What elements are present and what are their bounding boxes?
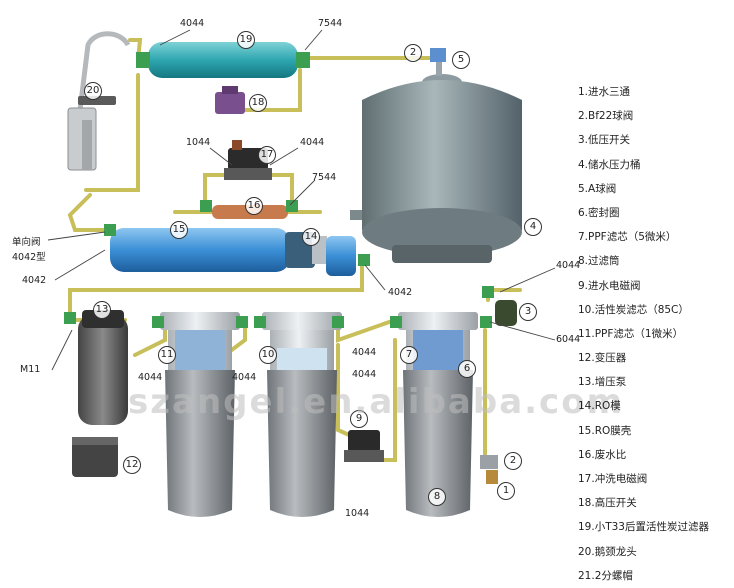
fitting-label: 4042 xyxy=(388,287,413,298)
legend-item: 2.Bf22球阀 xyxy=(578,110,634,123)
tank-ball-valve xyxy=(430,48,446,76)
watermark: szangel.en.alibaba.com xyxy=(128,382,624,422)
callout-11: 11 xyxy=(158,346,176,364)
inlet-solenoid xyxy=(344,430,384,462)
transformer xyxy=(72,437,118,477)
callout-2: 2 xyxy=(404,44,422,62)
callout-12: 12 xyxy=(123,456,141,474)
legend-item: 1.进水三通 xyxy=(578,86,631,98)
inlet-ball-valve xyxy=(480,455,498,484)
callout-19: 19 xyxy=(237,31,255,49)
legend-item: 13.增压泵 xyxy=(578,376,627,389)
legend-item: 15.RO膜壳 xyxy=(578,424,632,437)
fitting-label: 4044 xyxy=(232,372,257,383)
callout-4: 4 xyxy=(524,218,542,236)
legend-item: 8.过滤筒 xyxy=(578,255,620,268)
legend-item: 9.进水电磁阀 xyxy=(578,279,641,292)
legend-item: 19.小T33后置活性炭过滤器 xyxy=(578,521,709,534)
callout-9: 9 xyxy=(350,410,368,428)
fitting-label: 1044 xyxy=(186,137,211,148)
legend-item: 6.密封圈 xyxy=(578,206,620,219)
legend-item: 20.鹅颈龙头 xyxy=(578,545,637,558)
legend-item: 12.变压器 xyxy=(578,352,627,365)
legend-item: 4.储水压力桶 xyxy=(578,158,641,171)
callout-15: 15 xyxy=(170,221,188,239)
fitting-label: 4044 xyxy=(352,369,377,380)
callout-16: 16 xyxy=(245,197,263,215)
fitting-label: 4044 xyxy=(300,137,325,148)
callout-10: 10 xyxy=(259,346,277,364)
callout-17: 17 xyxy=(258,146,276,164)
leader-lines xyxy=(47,29,556,371)
callout-18: 18 xyxy=(249,94,267,112)
callout-5: 5 xyxy=(452,51,470,69)
fitting-label: 单向阀 xyxy=(12,237,41,248)
booster-pump xyxy=(78,310,128,425)
high-pressure-switch xyxy=(215,86,245,114)
legend-item: 5.A球阀 xyxy=(578,182,617,195)
fitting-label: 6044 xyxy=(556,334,581,345)
legend-item: 10.活性炭滤芯（85C） xyxy=(578,303,689,316)
fitting-label: 7544 xyxy=(318,18,343,29)
fitting-label: 4044 xyxy=(556,260,581,271)
ro-system-diagram xyxy=(47,29,556,517)
legend-item: 14.RO模 xyxy=(578,400,621,413)
callout-7: 7 xyxy=(400,346,418,364)
filter-housing-2 xyxy=(262,312,342,517)
gooseneck-faucet xyxy=(67,31,131,171)
fitting-label: 4042 xyxy=(22,275,47,286)
post-carbon-filter xyxy=(136,42,310,78)
legend: 1.进水三通 2.Bf22球阀 3.低压开关 4.储水压力桶 5.A球阀 6.密… xyxy=(578,80,728,588)
callout-13: 13 xyxy=(93,301,111,319)
callout-2: 2 xyxy=(504,452,522,470)
low-pressure-switch xyxy=(495,300,517,326)
legend-item: 18.高压开关 xyxy=(578,497,637,510)
callout-14: 14 xyxy=(302,228,320,246)
callout-20: 20 xyxy=(84,82,102,100)
legend-item: 21.2分螺帽 xyxy=(578,569,633,582)
fitting-label: 4044 xyxy=(138,372,163,383)
pressure-tank xyxy=(350,74,522,263)
fitting-label: M11 xyxy=(20,364,41,375)
filter-housing-1 xyxy=(160,312,240,517)
green-fittings xyxy=(64,200,494,328)
legend-item: 7.PPF滤芯（5微米） xyxy=(578,231,677,244)
fitting-label: 4044 xyxy=(352,347,377,358)
callout-3: 3 xyxy=(519,303,537,321)
fitting-label: 7544 xyxy=(312,172,337,183)
callout-6: 6 xyxy=(458,360,476,378)
fitting-label: 4044 xyxy=(180,18,205,29)
callout-8: 8 xyxy=(428,488,446,506)
legend-item: 16.废水比 xyxy=(578,448,627,461)
legend-item: 11.PPF滤芯（1微米） xyxy=(578,327,684,340)
fitting-label: 1044 xyxy=(345,508,370,519)
fitting-label: 4042型 xyxy=(12,252,46,263)
legend-item: 3.低压开关 xyxy=(578,134,631,147)
callout-1: 1 xyxy=(497,482,515,500)
legend-item: 17.冲洗电磁阀 xyxy=(578,473,648,485)
